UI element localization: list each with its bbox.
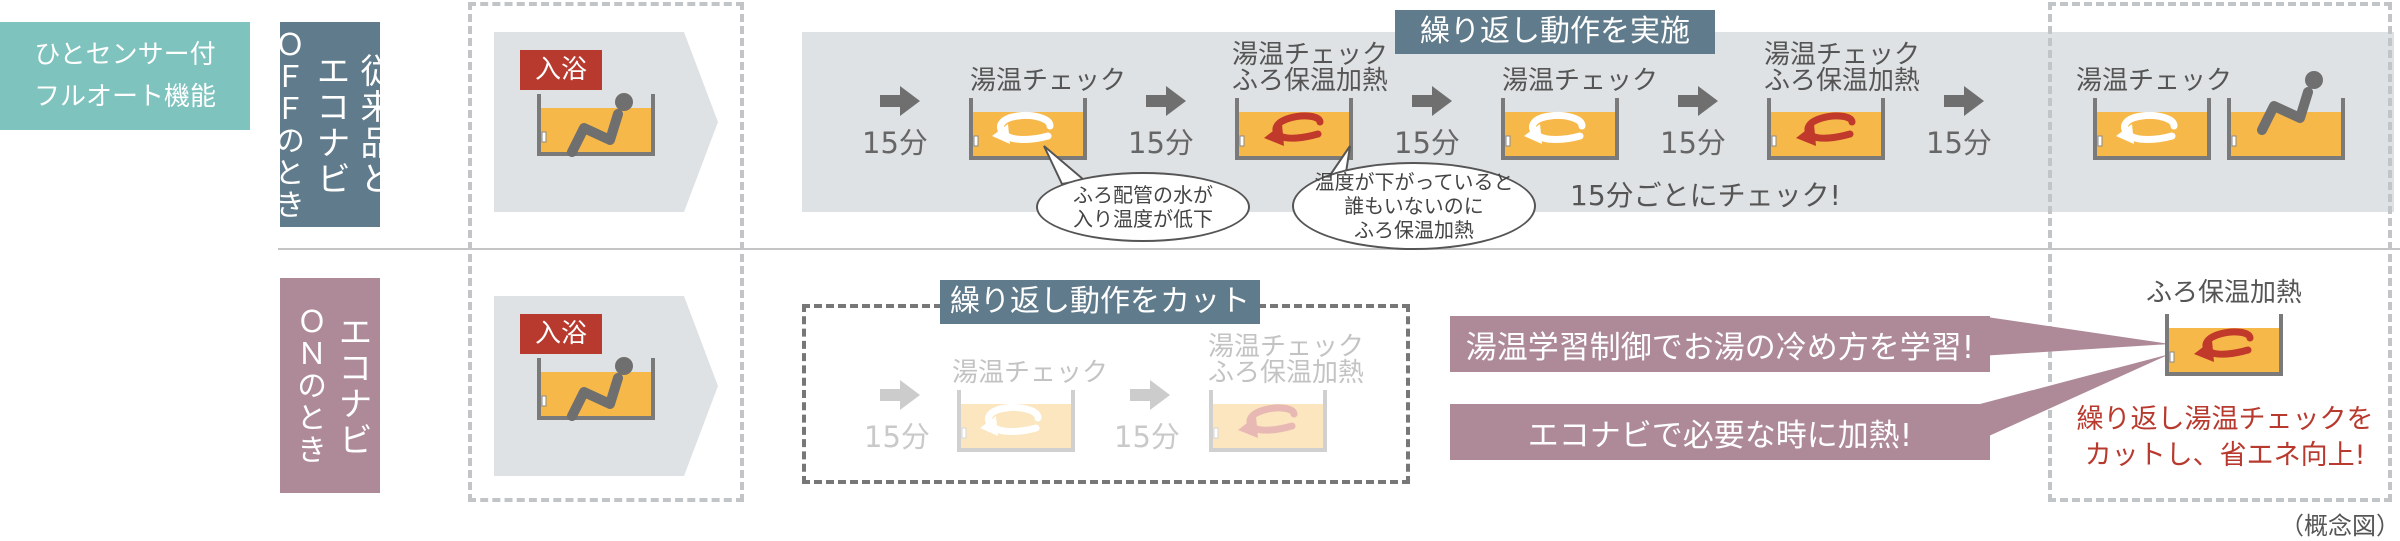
every-15-label: 15分ごとにチェック! xyxy=(1570,179,1841,212)
top-banner: 繰り返し動作を実施 xyxy=(1395,10,1715,54)
top-interval-1: 15分 xyxy=(862,126,928,160)
bottom-banner: 繰り返し動作をカット xyxy=(940,280,1260,324)
top-tub-person-final xyxy=(2227,70,2345,160)
result-column xyxy=(2048,2,2392,502)
top-checkheat-label-1b: ふろ保温加熱 xyxy=(1231,66,1388,96)
top-check-label-1: 湯温チェック xyxy=(969,66,1126,96)
pill-econavi-heat: エコナビで必要な時に加熱! xyxy=(1450,404,1990,460)
bath-start-column xyxy=(468,2,744,502)
top-arrow-4 xyxy=(1678,86,1718,116)
bottom-checkheat-label-a: 湯温チェック xyxy=(1207,332,1364,362)
row-divider xyxy=(278,248,2400,250)
top-checkheat-label-1a: 湯温チェック xyxy=(1231,40,1388,70)
row-label-off-col3: ＯＦＦのとき xyxy=(269,28,304,221)
top-interval-5: 15分 xyxy=(1926,126,1992,160)
top-tub-check-2 xyxy=(1500,96,1620,162)
top-check-label-2: 湯温チェック xyxy=(1501,66,1658,96)
top-tub-heat-2 xyxy=(1766,96,1886,162)
top-arrow-5 xyxy=(1944,86,1984,116)
bottom-arrow-1 xyxy=(880,380,920,410)
concept-note: （概念図） xyxy=(2280,512,2400,540)
bottom-arrow-2 xyxy=(1130,380,1170,410)
top-arrow-1 xyxy=(880,86,920,116)
pill-learning: 湯温学習制御でお湯の冷め方を学習! xyxy=(1450,316,1990,372)
feature-label: ひとセンサー付 フルオート機能 xyxy=(0,22,250,130)
bath-tag-top: 入浴 xyxy=(520,50,602,90)
row-label-on-col2: ＯＮのとき xyxy=(291,305,326,466)
bottom-check-label: 湯温チェック xyxy=(951,358,1108,388)
top-checkheat-label-2a: 湯温チェック xyxy=(1763,40,1920,70)
row-label-on: エコナビ ＯＮのとき xyxy=(280,278,380,493)
bottom-tub-check xyxy=(956,388,1076,454)
row-label-off-col2: エコナビ xyxy=(310,52,350,197)
top-checkheat-label-2b: ふろ保温加熱 xyxy=(1763,66,1920,96)
top-check-label-final: 湯温チェック xyxy=(2075,66,2232,96)
bottom-checkheat-label-b: ふろ保温加熱 xyxy=(1207,358,1364,388)
top-tub-check-final xyxy=(2092,96,2212,162)
row-label-on-col1: エコナビ xyxy=(332,313,372,458)
bottom-tub-heat xyxy=(1208,388,1328,454)
bottom-heat-label: ふろ保温加熱 xyxy=(2145,278,2302,308)
bubble-needless-heat: 温度が下がっていると 誰もいないのに ふろ保温加熱 xyxy=(1292,162,1536,250)
bottom-tub-heat-final xyxy=(2164,312,2284,378)
pill-pointers xyxy=(1980,316,2170,440)
top-interval-4: 15分 xyxy=(1660,126,1726,160)
bottom-interval-2: 15分 xyxy=(1114,420,1180,454)
result-text: 繰り返し湯温チェックを カットし、省エネ向上! xyxy=(2076,404,2374,471)
top-interval-3: 15分 xyxy=(1394,126,1460,160)
top-arrow-3 xyxy=(1412,86,1452,116)
bottom-interval-1: 15分 xyxy=(864,420,930,454)
top-interval-2: 15分 xyxy=(1128,126,1194,160)
bath-tag-bottom: 入浴 xyxy=(520,314,602,354)
row-label-off-col1: 従来品と xyxy=(354,52,394,197)
bubble-pipe-water: ふろ配管の水が 入り温度が低下 xyxy=(1036,172,1250,242)
row-label-off: 従来品と エコナビ ＯＦＦのとき xyxy=(269,22,394,227)
top-arrow-2 xyxy=(1146,86,1186,116)
